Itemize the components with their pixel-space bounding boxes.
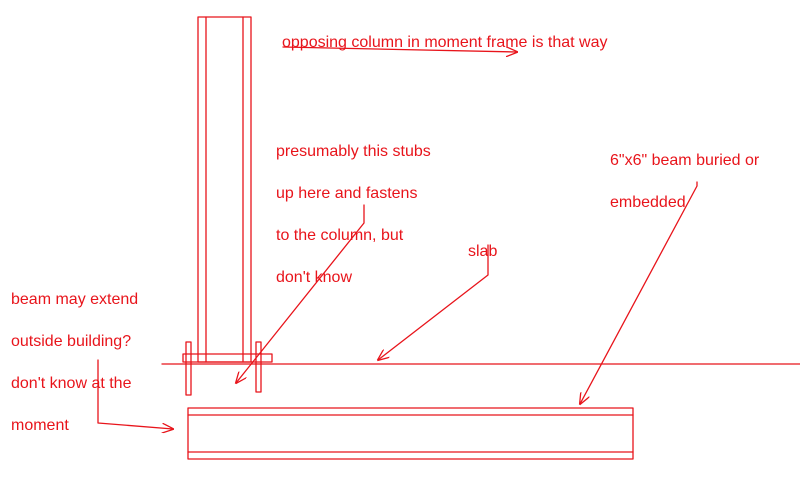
opposing-column-note: opposing column in moment frame is that … xyxy=(282,11,607,74)
beam-outline xyxy=(187,407,634,460)
opposing-column-arrow xyxy=(282,46,517,52)
note-line: slab xyxy=(468,243,498,260)
beam-leader-arrow xyxy=(580,181,698,404)
slab-note: slab xyxy=(468,220,497,283)
note-line: up here and fastens xyxy=(276,185,418,202)
buried-beam-note: 6"x6" beam buried or embedded xyxy=(610,129,759,234)
note-line: opposing column in moment frame is that … xyxy=(282,34,608,51)
left-stub xyxy=(185,341,192,396)
extend-leader-arrow xyxy=(97,359,173,429)
buried-beam xyxy=(187,407,634,460)
beam-extend-note: beam may extend outside building? don't … xyxy=(11,268,138,457)
note-line: moment xyxy=(11,417,69,434)
column xyxy=(197,16,252,363)
note-line: outside building? xyxy=(11,333,132,350)
note-line: beam may extend xyxy=(11,291,139,308)
slab-leader-arrow xyxy=(378,244,489,360)
note-line: to the column, but xyxy=(276,227,404,244)
note-line: presumably this stubs xyxy=(276,143,431,160)
note-line: embedded xyxy=(610,194,686,211)
stubs-note: presumably this stubs up here and fasten… xyxy=(276,120,431,309)
note-line: 6"x6" beam buried or xyxy=(610,152,760,169)
note-line: don't know at the xyxy=(11,375,132,392)
stubs-leader-arrow xyxy=(236,204,365,383)
right-stub xyxy=(255,341,262,393)
note-line: don't know xyxy=(276,269,352,286)
base-plate xyxy=(182,353,273,363)
